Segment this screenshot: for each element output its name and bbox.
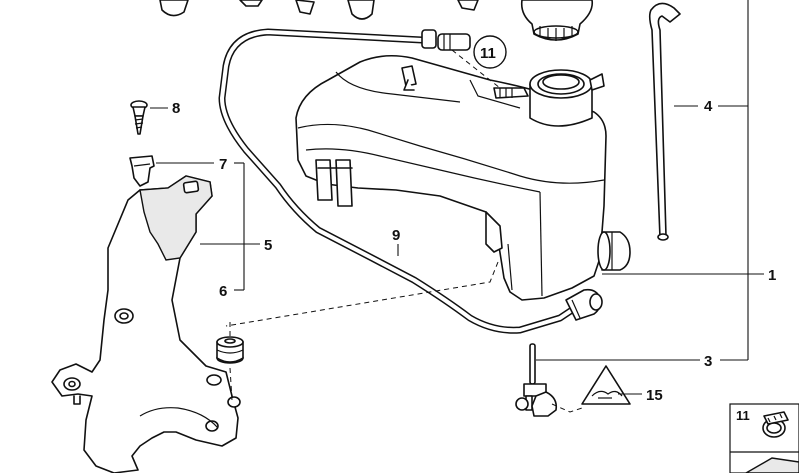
callout-6: 6: [219, 283, 227, 300]
screw-8: [130, 100, 148, 135]
callout-7: 7: [219, 156, 227, 173]
callout-15: 15: [646, 387, 663, 404]
coolant-hose-9: [218, 28, 582, 334]
callout-1: 1: [768, 267, 776, 284]
tank-outlet: [597, 231, 631, 271]
expansion-tank-1: [295, 54, 607, 301]
callout-9: 9: [392, 227, 400, 244]
callout-leaders: [150, 0, 764, 395]
hose-connector-11: [421, 29, 471, 51]
top-cropped-parts: [159, 0, 479, 20]
legend-box-11: 11: [729, 403, 799, 473]
vent-hose-4: [648, 2, 681, 241]
callout-4: 4: [704, 98, 713, 115]
callout-8: 8: [172, 100, 180, 117]
legend-label-11: 11: [736, 408, 750, 423]
callout-circle-11: [473, 35, 507, 69]
rubber-mount-6: [216, 336, 244, 364]
clip-7: [129, 155, 155, 187]
bracket-5: [51, 175, 241, 473]
overflow-connector: [493, 87, 529, 99]
filler-neck: [529, 69, 605, 127]
expansion-tank-cap: [520, 0, 594, 41]
callout-5: 5: [264, 237, 272, 254]
callout-11: 11: [480, 45, 496, 62]
callout-3: 3: [704, 353, 712, 370]
warning-label-15: [581, 365, 631, 405]
level-sensor-3: [515, 343, 558, 417]
hose-end-connector: [565, 288, 603, 321]
assembly-dash-lines: [225, 49, 583, 413]
